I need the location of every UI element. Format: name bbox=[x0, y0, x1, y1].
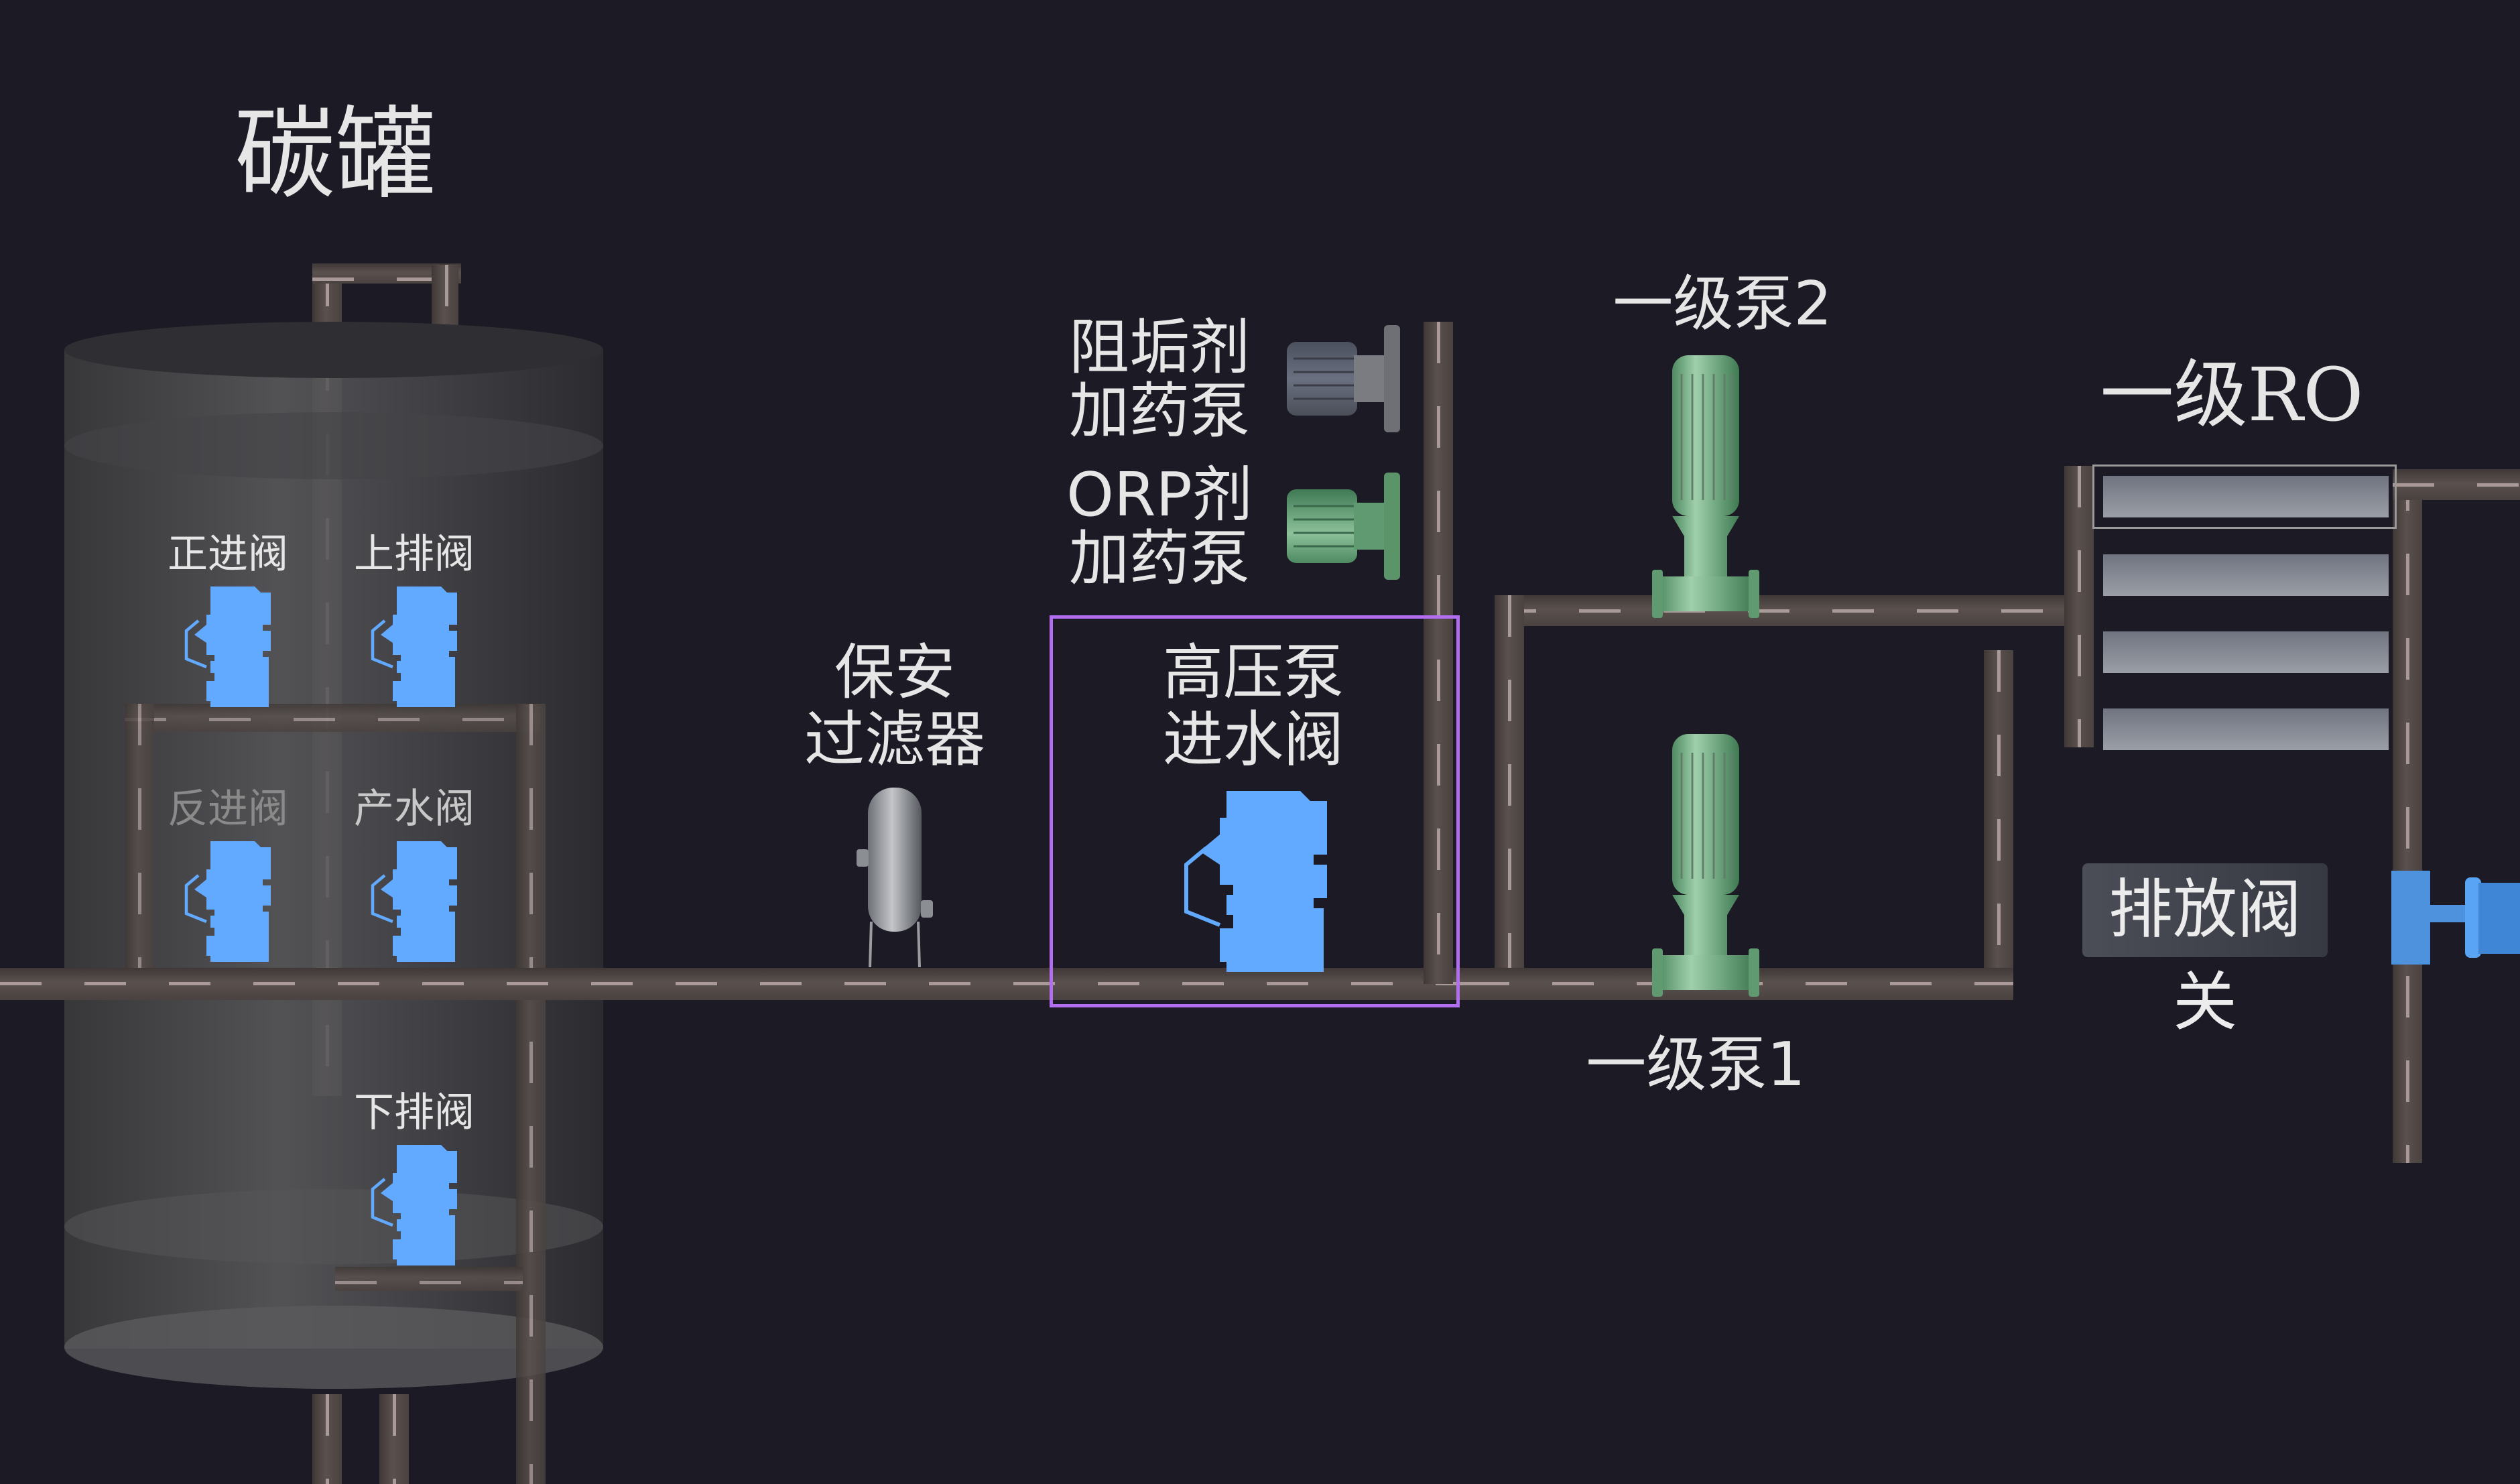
valve-top-drain[interactable]: 上排阀 bbox=[347, 533, 481, 707]
valve-label: 下排阀 bbox=[354, 1089, 475, 1136]
tank-bottom-outlet-right bbox=[379, 1394, 409, 1484]
valve-label: 产水阀 bbox=[354, 786, 475, 832]
valve-icon bbox=[184, 841, 271, 962]
valve-icon bbox=[184, 586, 271, 707]
pump-loop-left-pipe bbox=[1495, 595, 1524, 984]
tank-inner-pipe-left bbox=[125, 704, 154, 985]
pump2-header-pipe bbox=[1495, 595, 2064, 626]
ro-membrane-3[interactable] bbox=[2103, 631, 2389, 673]
hp-valve-label-line2: 进水阀 bbox=[1163, 704, 1344, 775]
ro-membrane-2[interactable] bbox=[2103, 554, 2389, 596]
valve-bottom-drain[interactable]: 下排阀 bbox=[347, 1091, 481, 1265]
carbon-tank-body[interactable] bbox=[64, 322, 603, 1401]
filter-vessel-icon bbox=[857, 788, 933, 968]
valve-label: 反进阀 bbox=[168, 786, 288, 832]
tank-lower-pipe bbox=[335, 1267, 523, 1291]
hp-valve-label-line1: 高压泵 bbox=[1163, 637, 1344, 708]
discharge-valve-status: 排放阀关 bbox=[2082, 863, 2328, 1040]
hp-inlet-valve-selection[interactable] bbox=[1050, 615, 1460, 1007]
primary-pump-2[interactable] bbox=[1652, 355, 1793, 623]
tank-bottom-outlet-left bbox=[312, 1394, 342, 1484]
pump-loop-right-pipe bbox=[1984, 650, 2013, 999]
orp-dosing-pump[interactable]: ORP剂 加药泵 bbox=[1059, 460, 1428, 594]
dosing-vertical-pipe bbox=[1424, 322, 1453, 984]
filter-label-line1: 保安 bbox=[834, 637, 955, 708]
dosing-pump-gray-icon bbox=[1287, 325, 1400, 432]
antiscalant-dosing-pump[interactable]: 阻垢剂 加药泵 bbox=[1059, 312, 1428, 446]
dosing-label-line1: 阻垢剂 bbox=[1069, 312, 1250, 383]
dosing-label-line1: ORP剂 bbox=[1066, 460, 1253, 530]
hp-inlet-valve[interactable]: 高压泵 进水阀 bbox=[1139, 640, 1367, 975]
ro-inlet-manifold bbox=[2064, 466, 2094, 747]
ro-membrane-4[interactable] bbox=[2103, 708, 2389, 750]
ro-title: 一级RO bbox=[2100, 352, 2364, 438]
valve-label: 正进阀 bbox=[168, 531, 288, 578]
valve-icon bbox=[371, 586, 457, 707]
filter-label-line2: 过滤器 bbox=[804, 704, 985, 775]
tank-inner-pipe-middle bbox=[125, 704, 540, 732]
dosing-label-line2: 加药泵 bbox=[1069, 523, 1250, 594]
discharge-valve[interactable] bbox=[2391, 868, 2520, 969]
ro-membrane-1-highlight bbox=[2092, 465, 2397, 529]
main-feed-pipe bbox=[0, 968, 1468, 1000]
valve-icon bbox=[371, 841, 457, 962]
dosing-label-line2: 加药泵 bbox=[1069, 376, 1250, 446]
ro-membrane-1[interactable] bbox=[2103, 476, 2389, 517]
valve-icon bbox=[371, 1145, 457, 1265]
primary-pump-1[interactable] bbox=[1652, 734, 1793, 1002]
valve-forward-inlet[interactable]: 正进阀 bbox=[161, 533, 295, 707]
security-filter[interactable]: 保安 过滤器 bbox=[784, 640, 1005, 969]
pump1-label: 一级泵1 bbox=[1586, 1030, 1806, 1100]
valve-label: 上排阀 bbox=[354, 531, 475, 578]
valve-icon bbox=[1184, 791, 1327, 972]
discharge-valve-icon bbox=[2391, 871, 2520, 965]
valve-product-water[interactable]: 产水阀 bbox=[347, 788, 481, 962]
dosing-pump-green-icon bbox=[1287, 473, 1400, 580]
ro-permeate-pipe bbox=[2393, 469, 2520, 500]
tank-inner-pipe-right bbox=[516, 704, 546, 1484]
valve-reverse-inlet[interactable]: 反进阀 bbox=[161, 788, 295, 962]
carbon-tank-title: 碳罐 bbox=[234, 97, 436, 213]
pump2-label: 一级泵2 bbox=[1613, 269, 1832, 339]
ro-outlet-manifold bbox=[2393, 469, 2422, 1163]
